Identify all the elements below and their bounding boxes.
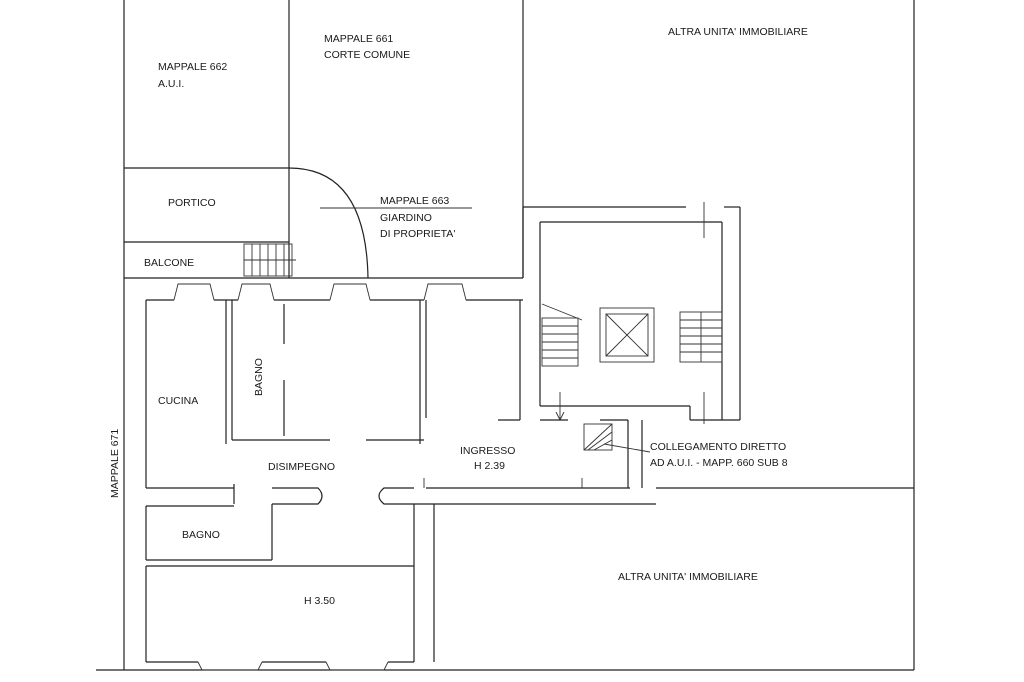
label-mappale-671: MAPPALE 671 [109, 429, 121, 498]
label-altra-unita-top: ALTRA UNITA' IMMOBILIARE [668, 26, 808, 38]
label-balcone: BALCONE [144, 257, 194, 269]
label-mappale-662: MAPPALE 662 [158, 61, 227, 73]
label-room-height: H 3.50 [304, 595, 335, 607]
stair-left [541, 303, 583, 367]
label-disimpegno: DISIMPEGNO [268, 461, 335, 473]
label-mappale-661: MAPPALE 661 [324, 33, 393, 45]
label-bagno-upper: BAGNO [253, 358, 265, 396]
balcony-stair [243, 243, 296, 277]
stair-right [679, 311, 723, 363]
lift-shaft [599, 307, 655, 363]
label-cucina: CUCINA [158, 395, 198, 407]
label-ingresso-height: H 2.39 [474, 460, 505, 472]
courtyard-parcels [124, 0, 524, 279]
label-corte-comune: CORTE COMUNE [324, 49, 410, 61]
label-collegamento-detail: AD A.U.I. - MAPP. 660 SUB 8 [650, 457, 788, 469]
label-portico: PORTICO [168, 197, 216, 209]
top-windows [173, 283, 467, 301]
label-di-proprieta: DI PROPRIETA' [380, 228, 455, 240]
site-boundary [96, 0, 915, 671]
label-altra-unita-bottom: ALTRA UNITA' IMMOBILIARE [618, 571, 758, 583]
stairwell-block [498, 202, 741, 488]
label-collegamento: COLLEGAMENTO DIRETTO [650, 441, 786, 453]
labels: MAPPALE 662 A.U.I. MAPPALE 661 CORTE COM… [109, 26, 808, 607]
spiral-stair [583, 423, 651, 453]
label-giardino: GIARDINO [380, 212, 432, 224]
label-mappale-663: MAPPALE 663 [380, 195, 449, 207]
apartment-walls [145, 299, 656, 671]
label-bagno-lower: BAGNO [182, 529, 220, 541]
label-aui: A.U.I. [158, 78, 184, 90]
label-ingresso: INGRESSO [460, 445, 515, 457]
